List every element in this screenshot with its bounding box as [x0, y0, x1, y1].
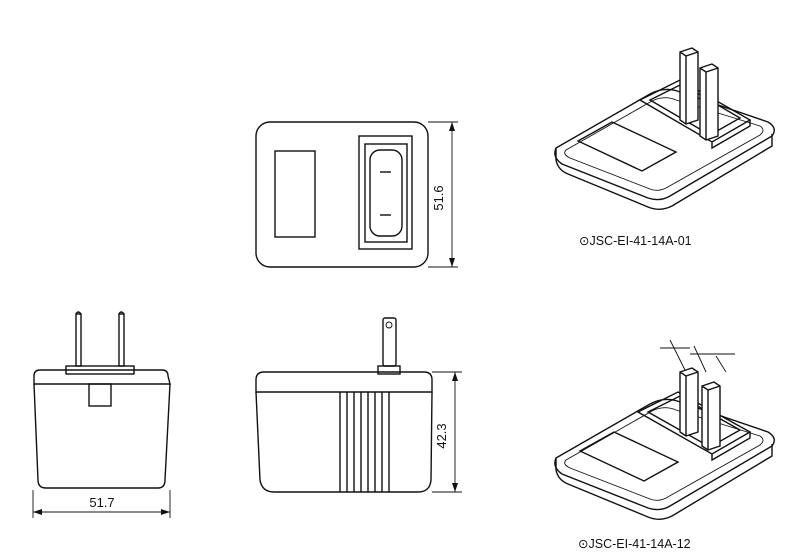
- latch: [88, 383, 112, 407]
- isometric-view-12: ⊙JSC-EI-41-14A-12: [554, 339, 775, 551]
- caption-model-01: JSC-EI-41-14A-01: [589, 234, 691, 248]
- front-height-value: 51.6: [431, 185, 446, 210]
- prong-right: [118, 313, 125, 367]
- dimension-bottom-width: 51.7: [32, 490, 171, 518]
- dimension-side-height: 42.3: [432, 371, 462, 493]
- side-ribs: [339, 392, 390, 493]
- bottom-width-value: 51.7: [89, 495, 114, 510]
- prong-dimension-lines: [660, 339, 735, 373]
- front-view-socket-inner: [369, 149, 403, 237]
- front-view-body: [255, 121, 429, 268]
- front-view-socket-outer: [364, 143, 408, 243]
- front-view-label-window: [274, 150, 316, 238]
- caption-marker-01: ⊙: [579, 234, 589, 248]
- front-view-socket-frame: [358, 135, 413, 250]
- side-view-profile: 42.3: [255, 317, 462, 493]
- side-height-value: 42.3: [434, 423, 449, 448]
- front-view: 51.6: [255, 121, 458, 268]
- caption-model-12: JSC-EI-41-14A-12: [588, 537, 690, 551]
- caption-marker-12: ⊙: [578, 537, 588, 551]
- svg-text:⊙JSC-EI-41-14A-01: ⊙JSC-EI-41-14A-01: [579, 234, 692, 248]
- side-view-left: 51.7: [32, 311, 171, 518]
- svg-text:⊙JSC-EI-41-14A-12: ⊙JSC-EI-41-14A-12: [578, 537, 691, 551]
- dimension-front-height: 51.6: [428, 121, 458, 268]
- prong-left: [75, 313, 82, 367]
- isometric-view-01: ⊙JSC-EI-41-14A-01: [554, 47, 775, 248]
